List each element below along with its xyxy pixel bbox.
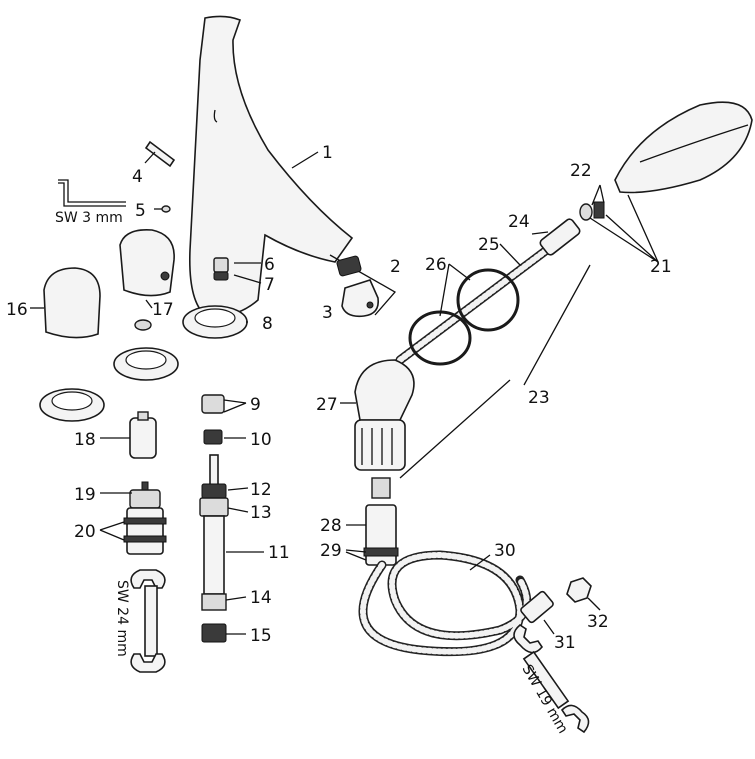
label-6: 6 bbox=[264, 255, 275, 275]
label-5: 5 bbox=[135, 201, 146, 221]
label-19: 19 bbox=[74, 485, 96, 505]
label-8: 8 bbox=[262, 314, 273, 334]
label-12: 12 bbox=[250, 480, 272, 500]
wrench-24-label: SW 24 mm bbox=[114, 580, 130, 657]
swivel-connector bbox=[354, 359, 415, 499]
label-25: 25 bbox=[478, 235, 500, 255]
label-24: 24 bbox=[508, 212, 530, 232]
small-nut bbox=[566, 577, 592, 603]
label-21: 21 bbox=[650, 257, 672, 277]
label-7: 7 bbox=[264, 275, 275, 295]
hex-key-label: SW 3 mm bbox=[55, 210, 123, 226]
label-10: 10 bbox=[250, 430, 272, 450]
label-2: 2 bbox=[390, 257, 401, 277]
aerator-assembly bbox=[329, 254, 397, 318]
wrench-24-icon bbox=[130, 569, 166, 673]
coiled-hose bbox=[358, 550, 532, 657]
handle-left bbox=[43, 267, 101, 339]
label-31: 31 bbox=[554, 633, 576, 653]
grub-screw bbox=[161, 205, 171, 213]
seal-rings bbox=[408, 268, 520, 366]
label-13: 13 bbox=[250, 503, 272, 523]
rosette-left bbox=[39, 388, 105, 422]
label-11: 11 bbox=[268, 543, 290, 563]
connector-22 bbox=[579, 201, 605, 221]
label-14: 14 bbox=[250, 588, 272, 608]
valve-column bbox=[199, 394, 229, 643]
label-16: 16 bbox=[6, 300, 28, 320]
hose-nut bbox=[363, 504, 399, 566]
label-29: 29 bbox=[320, 541, 342, 561]
label-1: 1 bbox=[322, 143, 333, 163]
label-20: 20 bbox=[74, 522, 96, 542]
rosette-8 bbox=[182, 305, 248, 339]
leader-lines bbox=[30, 151, 659, 635]
label-17: 17 bbox=[152, 300, 174, 320]
shower-hose-straight bbox=[395, 218, 581, 365]
label-30: 30 bbox=[494, 541, 516, 561]
label-32: 32 bbox=[587, 612, 609, 632]
handle-right bbox=[119, 228, 175, 297]
label-9: 9 bbox=[250, 395, 261, 415]
thermostatic-cartridge bbox=[123, 481, 167, 555]
label-15: 15 bbox=[250, 626, 272, 646]
hex-key-icon bbox=[58, 179, 126, 207]
label-28: 28 bbox=[320, 516, 342, 536]
wrench-19-icon bbox=[513, 624, 590, 734]
label-27: 27 bbox=[316, 395, 338, 415]
label-4: 4 bbox=[132, 167, 143, 187]
label-26: 26 bbox=[425, 255, 447, 275]
small-insert bbox=[213, 257, 229, 281]
rosette-middle bbox=[113, 347, 179, 381]
label-22: 22 bbox=[570, 161, 592, 181]
hose-end-fitting bbox=[520, 590, 554, 624]
callout-labels: 1 2 3 4 5 6 7 8 9 10 11 12 13 14 15 16 1… bbox=[6, 143, 672, 653]
pin bbox=[144, 140, 176, 168]
label-18: 18 bbox=[74, 430, 96, 450]
diverter-cartridge bbox=[129, 411, 157, 459]
hand-shower bbox=[614, 101, 753, 194]
label-3: 3 bbox=[322, 303, 333, 323]
small-o-ring bbox=[134, 319, 152, 331]
label-23: 23 bbox=[528, 388, 550, 408]
